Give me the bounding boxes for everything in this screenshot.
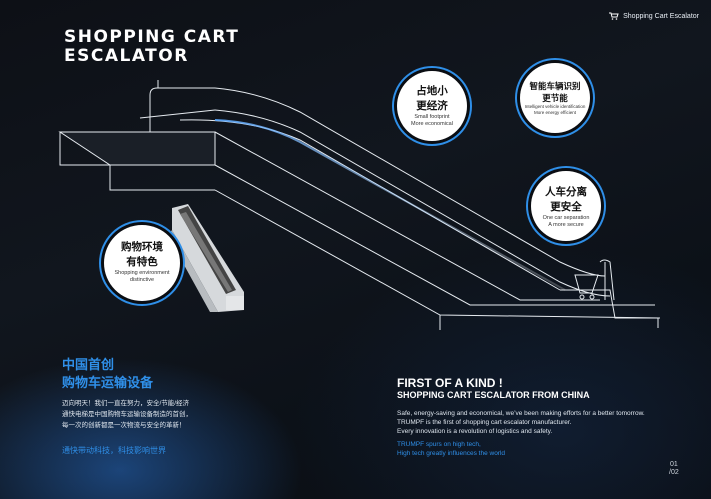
cn-paragraph-line: 通快电梯是中国购物车运输设备制造的首创， [62, 411, 192, 418]
en-slogan-line: High tech greatly influences the world [397, 450, 506, 457]
en-paragraph-line: Every innovation is a revolution of logi… [397, 428, 553, 435]
cn-slogan: 通快带动科技，科技影响世界 [62, 446, 166, 455]
feature-badge-separation: 人车分离 更安全 One car separation A more secur… [531, 171, 601, 241]
feature-caption: Intelligent vehicle identification [524, 104, 586, 109]
en-heading: FIRST OF A KIND ! [397, 376, 503, 390]
feature-caption: Small footprint [414, 114, 450, 120]
brand-label: Shopping Cart Escalator [609, 12, 699, 20]
en-paragraph-line: TRUMPF is the first of shopping cart esc… [397, 419, 572, 426]
page-total: 02 [670, 469, 679, 476]
escalator-photo [168, 204, 244, 312]
feature-subtitle: 更经济 [416, 100, 448, 112]
page-current: 01 [669, 461, 678, 468]
page-separator-and-total: /02 [669, 469, 679, 477]
feature-caption: More energy efficient [534, 110, 576, 115]
escalator-truss [179, 87, 661, 330]
title-line-2: ESCALATOR [64, 46, 189, 66]
cn-heading: 中国首创 购物车运输设备 [62, 356, 153, 392]
cn-paragraph: 迈向明天！我们一直在努力，安全/节能/经济 通快电梯是中国购物车运输设备制造的首… [62, 398, 267, 431]
feature-title: 购物环境 [121, 241, 163, 253]
title-line-1: SHOPPING CART [64, 27, 240, 47]
feature-caption: A more secure [548, 222, 584, 228]
en-slogan-line: TRUMPF spurs on high tech, [397, 441, 481, 448]
en-paragraph-line: Safe, energy-saving and economical, we’v… [397, 410, 645, 417]
feature-caption: Shopping environment [114, 270, 170, 276]
feature-badge-recognition: 智能车辆识别 更节能 Intelligent vehicle identific… [520, 63, 590, 133]
feature-title: 占地小 [416, 85, 448, 97]
cn-heading-line-1: 中国首创 [62, 357, 115, 372]
cart-on-escalator [574, 274, 599, 300]
feature-subtitle: 有特色 [126, 256, 158, 268]
cn-paragraph-line: 每一次的创新都是一次物流与安全的革新！ [62, 422, 186, 429]
en-paragraph: Safe, energy-saving and economical, we’v… [397, 409, 645, 436]
feature-caption: More economical [411, 121, 453, 127]
escalator-upper-landing [58, 80, 216, 191]
shopping-cart-icon [609, 12, 619, 20]
feature-badge-environment: 购物环境 有特色 Shopping environment distinctiv… [104, 225, 180, 301]
feature-badge-footprint: 占地小 更经济 Small footprint More economical [397, 71, 467, 141]
feature-subtitle: 更安全 [550, 201, 582, 213]
en-subheading: SHOPPING CART ESCALATOR FROM CHINA [397, 390, 590, 400]
page-title: SHOPPING CART ESCALATOR [64, 28, 239, 66]
feature-title: 人车分离 [545, 186, 587, 198]
feature-subtitle: 更节能 [542, 93, 568, 103]
cn-paragraph-line: 迈向明天！我们一直在努力，安全/节能/经济 [62, 400, 190, 407]
brand-name: Shopping Cart Escalator [623, 12, 699, 20]
feature-caption: distinctive [129, 277, 155, 283]
en-slogan: TRUMPF spurs on high tech, High tech gre… [397, 440, 505, 458]
page-separator: / [669, 469, 671, 476]
page-number: 01 /02 [669, 461, 679, 477]
feature-title: 智能车辆识别 [529, 81, 581, 91]
cn-heading-line-2: 购物车运输设备 [62, 375, 154, 390]
feature-caption: One car separation [542, 215, 590, 221]
